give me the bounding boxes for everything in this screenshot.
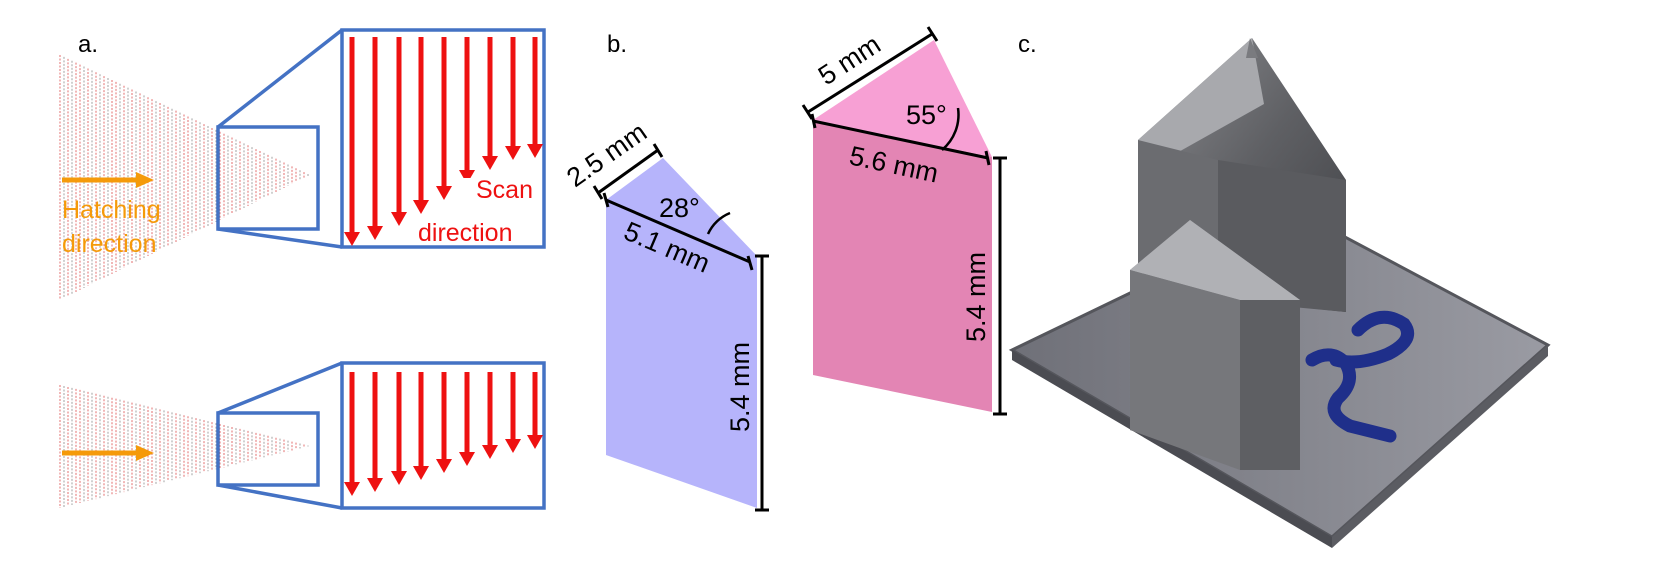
hatching-arrow-top (62, 172, 154, 188)
scan-arrow-head (505, 439, 521, 453)
prism-left-dimension-lines (592, 143, 769, 512)
angle-28-label: 28° (659, 193, 700, 223)
scan-arrow-head (482, 445, 498, 459)
panel-b-label: b. (607, 31, 627, 58)
prism-right-dimension-lines (801, 26, 1007, 416)
angle-arc-28 (706, 211, 731, 235)
panel-b: b. 2.5 mm 28° 5.1 mm 5.4 mm (561, 26, 1007, 512)
scan-arrow-head (459, 452, 475, 466)
prism-right-top (813, 40, 992, 157)
angle-arc-55 (941, 107, 960, 151)
scan-arrow-head (482, 156, 498, 170)
prism-left-shape (606, 158, 757, 508)
printed-part-photo (1008, 38, 1551, 548)
scan-arrow-head (527, 435, 543, 449)
scan-label-bg (455, 178, 541, 244)
scan-arrow-head (391, 471, 407, 485)
scan-arrow-head (459, 170, 475, 184)
scan-arrow-head (413, 466, 429, 480)
zoom-frame-top (216, 28, 546, 249)
scan-arrow-head (505, 146, 521, 160)
hatching-label-line2: direction (62, 230, 157, 258)
scan-arrow-head (413, 200, 429, 214)
scan-label-line1: Scan (476, 176, 533, 204)
scan-label-line2: direction (418, 219, 513, 247)
hatch-triangle-bottom (59, 385, 309, 508)
scan-arrow-head (367, 478, 383, 492)
scan-arrow-head (527, 144, 543, 158)
angle-55-label: 55° (906, 100, 947, 130)
scan-arrow-head (436, 459, 452, 473)
scan-arrow-head (391, 212, 407, 226)
hatching-label-line1: Hatching (62, 196, 161, 224)
panel-c: c. (1008, 31, 1551, 548)
prism-right-body (813, 120, 992, 412)
dim-5-4mm-right: 5.4 mm (961, 252, 991, 342)
scan-arrows-bottom (344, 372, 543, 496)
scan-arrow-head (367, 226, 383, 240)
hatching-arrow-bottom (62, 445, 154, 461)
zoom-frame-bottom (216, 361, 546, 510)
panel-a: a. Hatching direction Scan direction (59, 28, 546, 510)
panel-c-label: c. (1018, 31, 1037, 58)
scan-arrows-top (344, 37, 543, 246)
panel-a-label: a. (78, 31, 98, 58)
dim-5-4mm-left: 5.4 mm (725, 342, 755, 432)
scan-arrow-head (344, 232, 360, 246)
scan-arrow-head (436, 186, 452, 200)
scan-arrow-head (344, 482, 360, 496)
